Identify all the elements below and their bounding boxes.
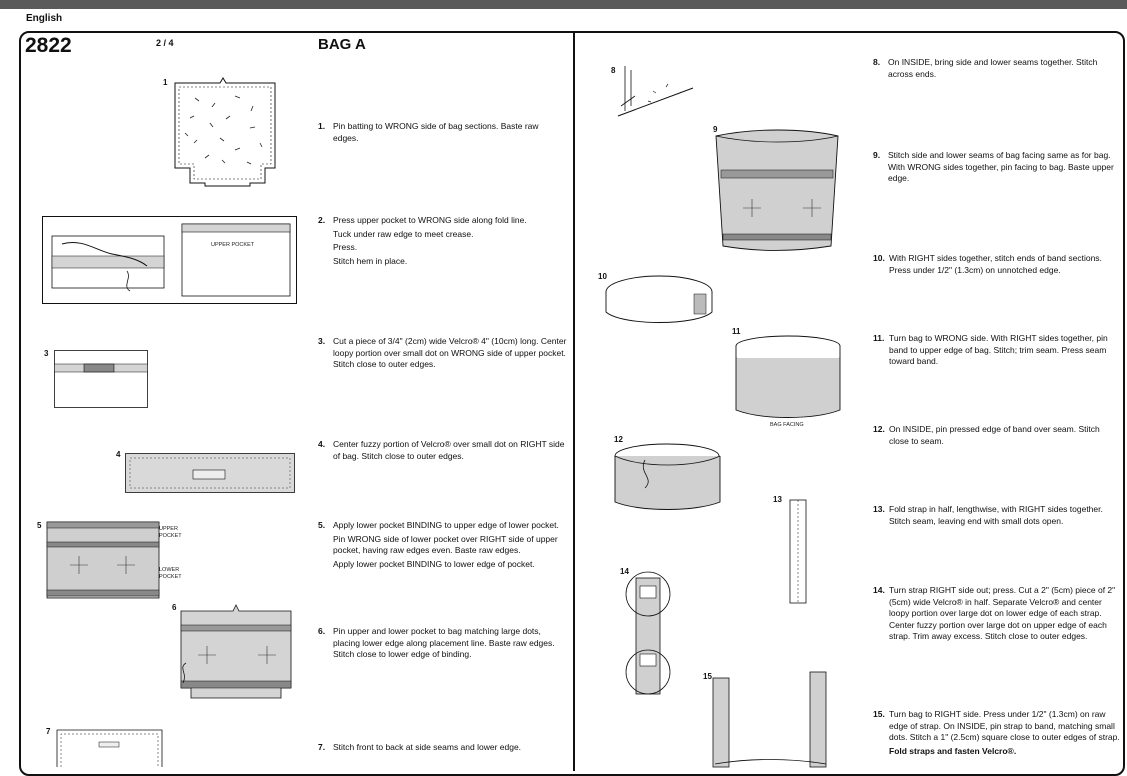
step-text: Press. <box>333 242 358 252</box>
step-text: Stitch hem in place. <box>333 255 408 266</box>
instruction-step: 6. Pin upper and lower pocket to bag mat… <box>318 626 568 663</box>
figure-number: 11 <box>732 327 741 336</box>
figure-1-illustration <box>174 77 276 187</box>
instruction-step: 1. Pin batting to WRONG side of bag sect… <box>318 121 563 146</box>
figure-number: 8 <box>611 66 616 75</box>
lower-pocket-label: LOWER <box>159 567 179 573</box>
lower-pocket-label: POCKET <box>159 574 182 580</box>
step-number: 14. <box>873 585 885 595</box>
step-number: 5. <box>318 520 326 530</box>
figure-8-illustration <box>617 66 694 117</box>
step-number: 10. <box>873 253 885 263</box>
figure-6-illustration <box>180 604 292 699</box>
step-text: Press upper pocket to WRONG side along f… <box>333 215 527 225</box>
figure-number: 12 <box>614 435 623 444</box>
step-text: Stitch side and lower seams of bag facin… <box>888 150 1114 183</box>
step-number: 2. <box>318 215 326 225</box>
instruction-step: 11. Turn bag to WRONG side. With RIGHT s… <box>873 333 1118 370</box>
step-number: 3. <box>318 336 326 346</box>
step-number: 4. <box>318 439 326 449</box>
instruction-step: 7. Stitch front to back at side seams an… <box>318 742 568 756</box>
pattern-number: 2822 <box>25 34 72 57</box>
step-text: Fold strap in half, lengthwise, with RIG… <box>889 504 1103 526</box>
step-text: Fold straps and fasten Velcro®. <box>889 745 1017 756</box>
step-number: 7. <box>318 742 326 752</box>
step-text: Stitch front to back at side seams and l… <box>333 742 522 752</box>
step-text: Pin upper and lower pocket to bag matchi… <box>333 626 555 659</box>
step-text: With RIGHT sides together, stitch ends o… <box>889 253 1102 275</box>
step-text: Pin batting to WRONG side of bag section… <box>333 121 539 143</box>
step-number: 11. <box>873 333 885 343</box>
figure-12-illustration <box>614 443 721 510</box>
instruction-step: 8. On INSIDE, bring side and lower seams… <box>873 57 1118 82</box>
upper-pocket-label: POCKET <box>159 533 182 539</box>
step-text: Turn strap RIGHT side out; press. Cut a … <box>889 585 1116 641</box>
figure-14-illustration <box>625 571 671 695</box>
figure-2-illustration: UPPER POCKET <box>42 216 297 304</box>
figure-number: 3 <box>44 349 49 358</box>
step-text: Cut a piece of 3/4" (2cm) wide Velcro® 4… <box>333 336 567 369</box>
figure-13-illustration <box>789 499 807 604</box>
step-text: Apply lower pocket BINDING to lower edge… <box>333 558 535 569</box>
instruction-step: 12. On INSIDE, pin pressed edge of band … <box>873 424 1118 449</box>
figure-number: 7 <box>46 727 51 736</box>
step-number: 6. <box>318 626 326 636</box>
figure-number: 1 <box>163 78 168 87</box>
step-text: Center fuzzy portion of Velcro® over sma… <box>333 439 565 461</box>
figure-number: 14 <box>620 567 629 576</box>
top-toolbar-strip <box>0 0 1127 9</box>
instruction-step: 14. Turn strap RIGHT side out; press. Cu… <box>873 585 1118 645</box>
figure-15-illustration <box>712 671 827 768</box>
step-text: Apply lower pocket BINDING to upper edge… <box>333 520 559 530</box>
instruction-step: 5. Apply lower pocket BINDING to upper e… <box>318 520 568 572</box>
instruction-step: 3. Cut a piece of 3/4" (2cm) wide Velcro… <box>318 336 568 373</box>
figure-3-illustration <box>54 350 148 408</box>
figure-number: 5 <box>37 521 42 530</box>
step-number: 15. <box>873 709 885 719</box>
upper-pocket-label: UPPER POCKET <box>211 242 255 248</box>
figure-number: 4 <box>116 450 121 459</box>
step-text: Tuck under raw edge to meet crease. <box>333 228 474 239</box>
figure-number: 9 <box>713 125 718 134</box>
instruction-step: 13. Fold strap in half, lengthwise, with… <box>873 504 1118 529</box>
step-number: 13. <box>873 504 885 514</box>
figure-number: 6 <box>172 603 177 612</box>
column-divider <box>573 31 575 771</box>
figure-4-illustration <box>125 453 295 493</box>
step-number: 9. <box>873 150 881 160</box>
figure-10-illustration <box>605 275 713 323</box>
instruction-step: 4. Center fuzzy portion of Velcro® over … <box>318 439 568 464</box>
step-text: Turn bag to RIGHT side. Press under 1/2"… <box>889 709 1120 742</box>
step-text: Pin WRONG side of lower pocket over RIGH… <box>333 533 558 556</box>
step-text: On INSIDE, pin pressed edge of band over… <box>889 424 1100 446</box>
step-text: On INSIDE, bring side and lower seams to… <box>888 57 1098 79</box>
step-number: 8. <box>873 57 881 67</box>
section-title: BAG A <box>318 36 366 53</box>
figure-7-illustration <box>56 729 163 767</box>
figure-9-illustration <box>715 129 839 251</box>
instruction-step: 10. With RIGHT sides together, stitch en… <box>873 253 1118 278</box>
figure-number: 13 <box>773 495 782 504</box>
instruction-step: 2. Press upper pocket to WRONG side alon… <box>318 215 563 269</box>
step-number: 12. <box>873 424 885 434</box>
page-number: 2 / 4 <box>156 38 174 48</box>
instruction-step: 9. Stitch side and lower seams of bag fa… <box>873 150 1118 187</box>
step-number: 1. <box>318 121 326 131</box>
figure-number: 15 <box>703 672 712 681</box>
bag-facing-label: BAG FACING <box>770 422 804 428</box>
instruction-step: 15. Turn bag to RIGHT side. Press under … <box>873 709 1123 759</box>
figure-number: 10 <box>598 272 607 281</box>
figure-11-illustration: BAG FACING <box>735 335 841 428</box>
upper-pocket-label: UPPER <box>159 526 178 532</box>
figure-5-illustration: UPPER POCKET LOWER POCKET <box>46 521 182 599</box>
step-text: Turn bag to WRONG side. With RIGHT sides… <box>889 333 1108 366</box>
language-label: English <box>26 13 63 24</box>
